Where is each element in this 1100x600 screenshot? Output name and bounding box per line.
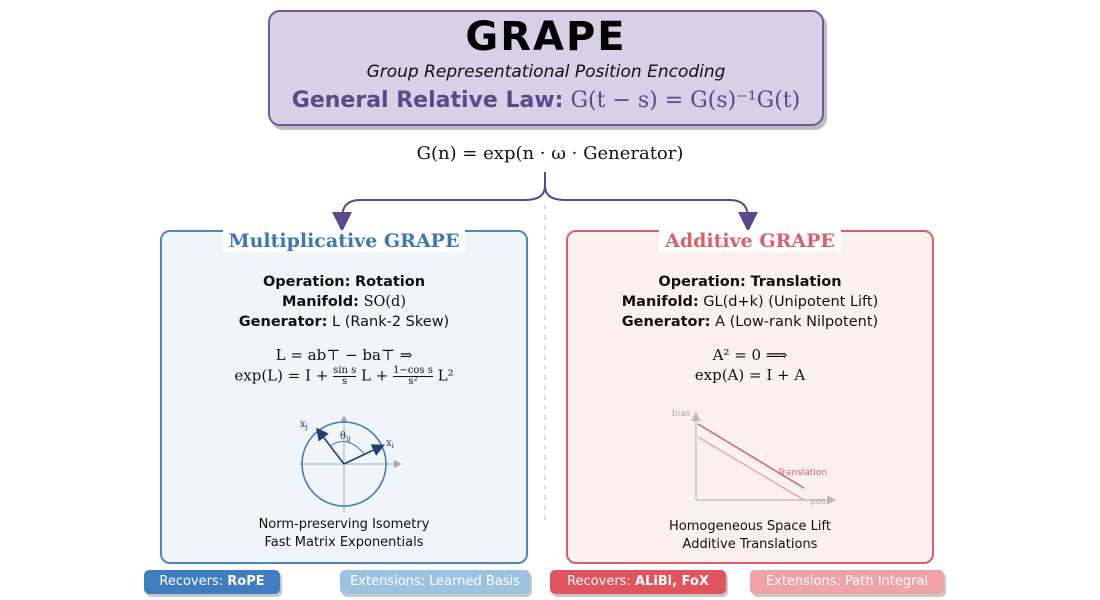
branch-right-arrow [544,185,758,232]
plot-x-label: pos [810,497,826,507]
right-manifold-label: Manifold: [621,294,699,310]
frac-cos-num: 1−cos s [393,365,433,377]
frac-cos-den: s² [408,376,418,387]
badge-extensions-learned-basis: Extensions: Learned Basis [340,570,530,594]
additive-panel: Additive GRAPE Operation: Translation Ma… [566,230,934,564]
right-manifold: Manifold: GL(d+k) (Unipotent Lift) [568,292,932,312]
law-label: General Relative Law: [291,88,564,113]
line-translated [697,423,805,489]
general-relative-law: General Relative Law: G(t − s) = G(s)⁻¹G… [270,88,822,113]
right-math-line1: A² = 0 ⟹ [712,346,788,364]
line-original [697,436,805,501]
right-generator: Generator: A (Low-rank Nilpotent) [568,312,932,332]
badge-rope-value: RoPE [227,574,265,589]
label-xj: xj [300,419,308,431]
header-box: GRAPE Group Representational Position En… [268,10,824,126]
label-xi: xi [386,438,395,450]
generator-formula: G(n) = exp(n · ω · Generator) [416,143,684,164]
right-manifold-value: GL(d+k) (Unipotent Lift) [703,294,879,310]
left-caption-line2: Fast Matrix Exponentials [264,535,424,550]
badge-recovers-alibi: Recovers: ALiBi, FoX [550,570,726,594]
left-math-mid: L + [356,366,394,385]
badge-recovers-rope: Recovers: RoPE [144,570,280,594]
frac-sin-den: s [342,376,348,387]
right-operation-value: Translation [750,274,842,290]
right-operation-label: Operation: [658,274,746,290]
law-equation: G(t − s) = G(s)⁻¹G(t) [570,88,801,113]
plot-line-label: Translation [777,468,827,478]
multiplicative-panel: Multiplicative GRAPE Operation: Rotation… [160,230,528,564]
branch-left-arrow [332,172,546,232]
multiplicative-title: Multiplicative GRAPE [162,230,526,252]
multiplicative-title-text: Multiplicative GRAPE [222,230,466,252]
translation-plot: bias pos Translation [672,409,837,507]
vector-xj [316,427,345,465]
unit-circle [301,421,387,507]
left-generator: Generator: L (Rank-2 Skew) [162,312,526,332]
additive-title: Additive GRAPE [568,230,932,252]
badge-rope-prefix: Recovers: [159,574,224,589]
right-generator-label: Generator: [621,314,711,330]
right-math-line2: exp(A) = I + A [694,366,806,384]
left-operation: Operation: Rotation [162,272,526,292]
frac-sin-num: sin s [333,365,357,377]
vector-xi [343,444,385,465]
left-math-line1: L = ab⊤ − ba⊤ ⇒ [275,346,413,364]
left-generator-value: L (Rank-2 Skew) [332,314,450,330]
right-caption-line2: Additive Translations [682,537,818,552]
left-manifold: Manifold: SO(d) [162,292,526,312]
additive-title-text: Additive GRAPE [659,230,841,252]
rotation-diagram: xj xi θij [300,415,402,512]
left-manifold-label: Manifold: [282,294,359,310]
left-operation-value: Rotation [355,274,426,290]
label-theta: θij [340,431,350,443]
plot-y-label: bias [672,409,691,419]
left-generator-label: Generator: [238,314,328,330]
angle-arc [329,441,365,455]
right-operation: Operation: Translation [568,272,932,292]
left-operation-label: Operation: [262,274,351,290]
right-generator-value: A (Low-rank Nilpotent) [715,314,879,330]
badge-alibi-value: ALiBi, FoX [634,574,709,589]
left-math-end: L² [432,366,454,385]
subtitle: Group Representational Position Encoding [366,62,726,82]
main-title: GRAPE [465,14,627,60]
badge-extensions-path-integral: Extensions: Path Integral [750,570,944,594]
left-math-exp: exp(L) = I + [234,366,334,385]
right-caption-line1: Homogeneous Space Lift [669,519,831,534]
left-caption-line1: Norm-preserving Isometry [258,517,430,532]
left-manifold-value: SO(d) [363,294,406,310]
badge-alibi-prefix: Recovers: [567,574,631,589]
